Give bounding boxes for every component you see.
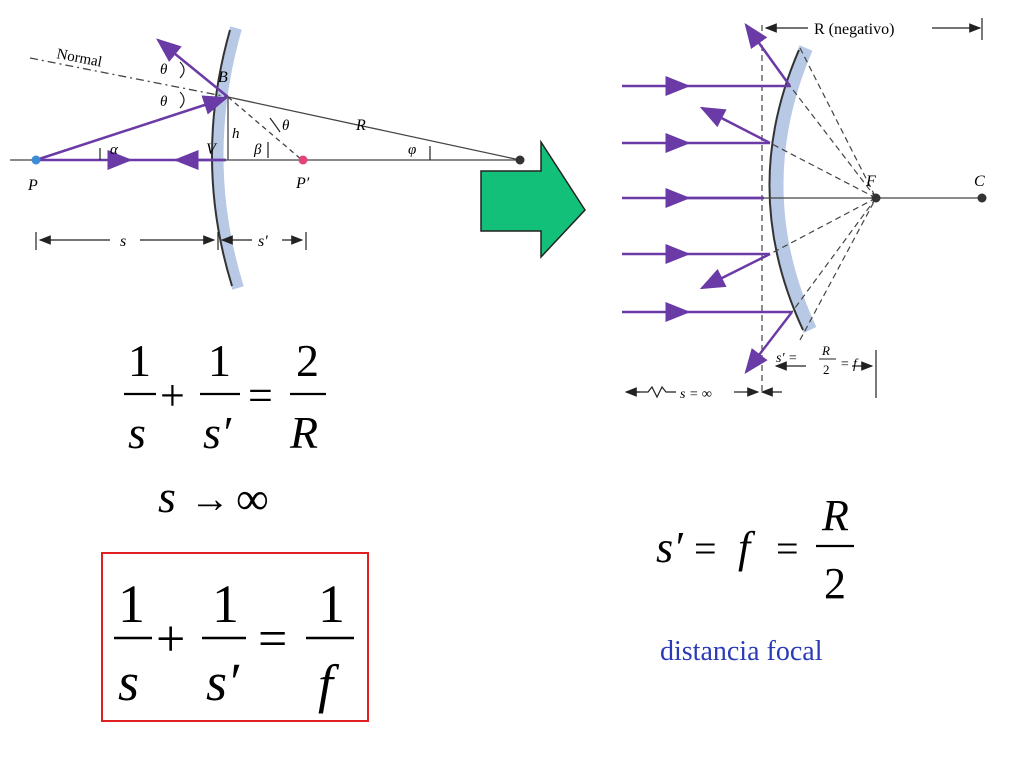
transition-arrow bbox=[480, 139, 586, 259]
reflected-ray bbox=[156, 38, 229, 98]
eq3-equals-1: = bbox=[694, 526, 717, 571]
label-V: V bbox=[206, 141, 218, 158]
point-C bbox=[515, 155, 525, 165]
limit-arrow: → bbox=[190, 476, 230, 521]
label-theta-3: θ bbox=[282, 118, 290, 134]
eq1-num2: 1 bbox=[208, 335, 231, 386]
label-h: h bbox=[232, 126, 240, 142]
equation-focal: 1 s + 1 s′ = 1 f bbox=[114, 574, 354, 714]
label-R: R bbox=[355, 117, 366, 134]
eq2-equals: = bbox=[258, 611, 287, 668]
eq2-plus: + bbox=[156, 611, 185, 668]
eq3-s-prime: s′ bbox=[656, 523, 684, 572]
convex-mirror-2 bbox=[769, 45, 817, 333]
label-R-frac-den: 2 bbox=[823, 362, 830, 377]
label-B: B bbox=[218, 69, 228, 86]
label-F: F bbox=[865, 173, 876, 190]
label-theta-2: θ bbox=[160, 94, 168, 110]
label-s-prime-eq: s′ = bbox=[776, 351, 797, 366]
radius-line bbox=[227, 96, 521, 161]
label-beta: β bbox=[253, 142, 262, 158]
caption-distancia-focal: distancia focal bbox=[660, 636, 823, 667]
label-s-prime: s′ bbox=[258, 233, 268, 250]
eq2-num3: 1 bbox=[318, 574, 345, 634]
label-P: P bbox=[27, 177, 38, 194]
limit-expression: s → ∞ bbox=[158, 471, 269, 524]
eq3-num: R bbox=[821, 491, 849, 540]
eq1-den3: R bbox=[289, 407, 318, 458]
point-P bbox=[31, 155, 41, 165]
eq1-num1: 1 bbox=[128, 335, 151, 386]
eq2-num1: 1 bbox=[118, 574, 145, 634]
limit-infinity: ∞ bbox=[236, 473, 269, 524]
eq2-num2: 1 bbox=[212, 574, 239, 634]
eq3-f: f bbox=[738, 523, 756, 572]
label-s-infinity: s = ∞ bbox=[680, 387, 712, 402]
label-phi: φ bbox=[408, 142, 416, 158]
incident-ray bbox=[35, 95, 229, 162]
eq1-equals: = bbox=[248, 371, 273, 420]
point-F bbox=[871, 193, 881, 203]
label-R-frac-num: R bbox=[821, 343, 830, 358]
eq3-den: 2 bbox=[824, 559, 846, 608]
point-C-2 bbox=[977, 193, 987, 203]
label-P-prime: P′ bbox=[295, 175, 310, 192]
eq2-den1: s bbox=[118, 652, 139, 712]
normal-line bbox=[29, 57, 229, 98]
left-diagram: Normal P B V P′ C h R θ θ θ α β φ s s′ bbox=[10, 26, 525, 290]
limit-s: s bbox=[158, 471, 176, 522]
label-alpha: α bbox=[110, 142, 119, 158]
eq3-equals-2: = bbox=[776, 526, 799, 571]
highlight-box bbox=[101, 552, 369, 722]
label-C-right: C bbox=[974, 173, 985, 190]
eq1-plus: + bbox=[160, 371, 185, 420]
equation-mirror: 1 s + 1 s′ = 2 R bbox=[124, 335, 326, 458]
eq1-den2: s′ bbox=[203, 407, 232, 458]
label-R-negativo: R (negativo) bbox=[814, 21, 894, 38]
eq1-num3: 2 bbox=[296, 335, 319, 386]
label-normal: Normal bbox=[55, 46, 103, 70]
label-f-tail: = f bbox=[840, 357, 859, 372]
eq2-den2: s′ bbox=[206, 652, 240, 712]
point-P-prime bbox=[298, 155, 308, 165]
label-theta-1: θ bbox=[160, 62, 168, 78]
label-s: s bbox=[120, 233, 126, 250]
equation-focal-length: s′ = f = R 2 bbox=[656, 491, 854, 608]
right-diagram: R (negativo) F C s = ∞ s′ = R 2 = f bbox=[622, 18, 987, 402]
eq1-den1: s bbox=[128, 407, 146, 458]
